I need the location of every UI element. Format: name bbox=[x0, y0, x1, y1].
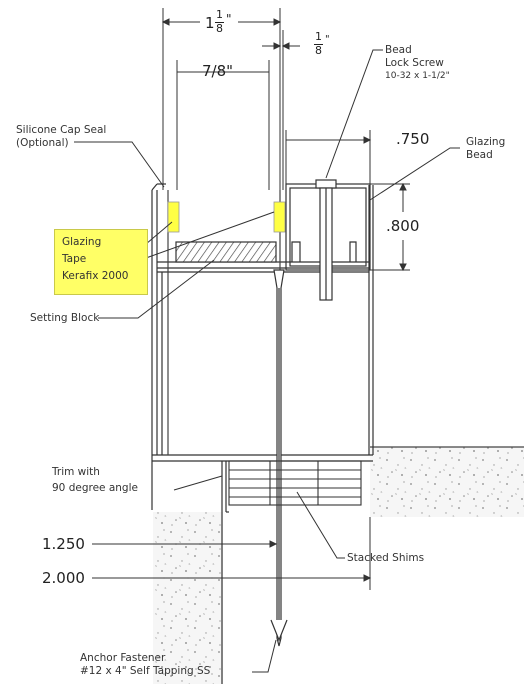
silicone-cap-seal-label: Silicone Cap Seal (Optional) bbox=[16, 124, 107, 149]
trim-angle bbox=[221, 461, 229, 684]
bead-lock-screw bbox=[315, 179, 337, 301]
dimension-gap-den: 8 bbox=[315, 44, 322, 57]
dimension-bead-width: .750 bbox=[396, 130, 430, 148]
dimension-overall: 2.000 bbox=[42, 569, 85, 587]
anchor-fastener-label: Anchor Fastener #12 x 4" Self Tapping SS bbox=[80, 652, 211, 677]
setting-block-label: Setting Block bbox=[30, 312, 100, 324]
stacked-shims-label: Stacked Shims bbox=[347, 552, 425, 564]
glazing-tape-highlight bbox=[54, 229, 148, 295]
stacked-shims bbox=[228, 460, 362, 506]
dimension-shim-offset: 1.250 bbox=[42, 535, 85, 553]
dimension-top-num: 1 bbox=[216, 8, 223, 21]
glazing-tape-left bbox=[167, 201, 180, 233]
dimension-gap-inch: " bbox=[325, 34, 330, 45]
glazing-bead-label: Glazing Bead bbox=[466, 136, 506, 161]
glazing-tape-label: Glazing Tape Kerafix 2000 bbox=[62, 236, 129, 282]
concrete-right bbox=[370, 447, 524, 517]
glazing-tape-right bbox=[273, 201, 286, 233]
setting-block bbox=[175, 241, 277, 263]
dimension-top-width: 1 1 8 " bbox=[203, 8, 243, 40]
concrete-left bbox=[153, 512, 223, 684]
dimension-gap: 1 8 " bbox=[312, 30, 338, 62]
dimension-glass-thickness: 7/8" bbox=[202, 62, 234, 80]
dimension-top-whole: 1 bbox=[205, 14, 215, 32]
bead-lock-screw-label: Bead Lock Screw 10-32 x 1-1/2" bbox=[385, 44, 450, 81]
anchor-fastener bbox=[270, 269, 288, 647]
dimension-top-inch: " bbox=[226, 12, 232, 26]
dimension-top-den: 8 bbox=[216, 22, 223, 35]
dimension-gap-num: 1 bbox=[315, 30, 322, 43]
dimension-bead-height: .800 bbox=[386, 217, 420, 235]
trim-label: Trim with 90 degree angle bbox=[52, 466, 138, 494]
